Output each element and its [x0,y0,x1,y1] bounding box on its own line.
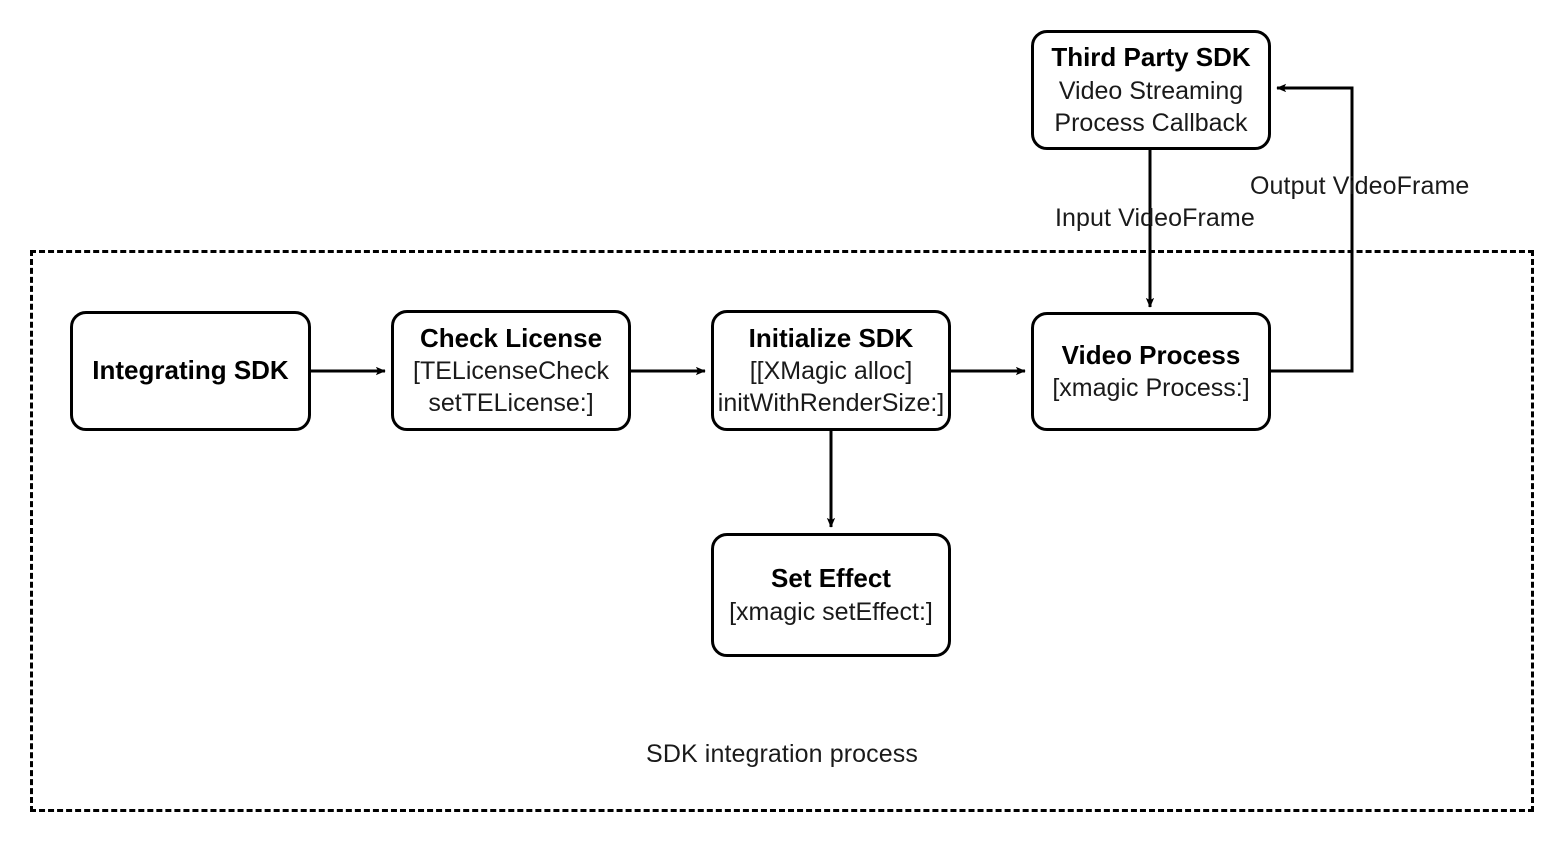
group-caption: SDK integration process [646,740,918,768]
node-video-process-line-1: Video Process [1061,339,1241,370]
node-initialize-sdk-line-2: [[XMagic alloc] [749,357,913,386]
node-set-effect-line-2: [xmagic setEffect:] [729,597,933,626]
node-check-license-line-2: [TELicenseCheck [413,357,609,386]
node-third-party-sdk-line-1: Third Party SDK [1051,42,1251,73]
node-initialize-sdk[interactable]: Initialize SDK [[XMagic alloc] initWithR… [711,310,951,431]
node-check-license-line-1: Check License [419,322,603,353]
node-video-process[interactable]: Video Process [xmagic Process:] [1031,312,1271,431]
node-third-party-sdk[interactable]: Third Party SDK Video Streaming Process … [1031,30,1271,150]
node-initialize-sdk-line-3: initWithRenderSize:] [717,389,945,418]
edge-label-input-videoframe: Input VideoFrame [1055,204,1255,232]
node-video-process-line-2: [xmagic Process:] [1052,374,1250,403]
edge-label-output-videoframe: Output VideoFrame [1250,172,1470,200]
node-check-license[interactable]: Check License [TELicenseCheck setTELicen… [391,310,631,431]
node-set-effect-line-1: Set Effect [771,563,891,594]
node-third-party-sdk-line-3: Process Callback [1054,108,1248,137]
node-integrating-sdk-line-1: Integrating SDK [92,355,289,386]
node-third-party-sdk-line-2: Video Streaming [1058,76,1244,105]
sdk-integration-process-group [30,250,1534,812]
node-set-effect[interactable]: Set Effect [xmagic setEffect:] [711,533,951,657]
node-check-license-line-3: setTELicense:] [428,389,594,418]
node-initialize-sdk-line-1: Initialize SDK [748,322,914,353]
node-integrating-sdk[interactable]: Integrating SDK [70,311,311,431]
